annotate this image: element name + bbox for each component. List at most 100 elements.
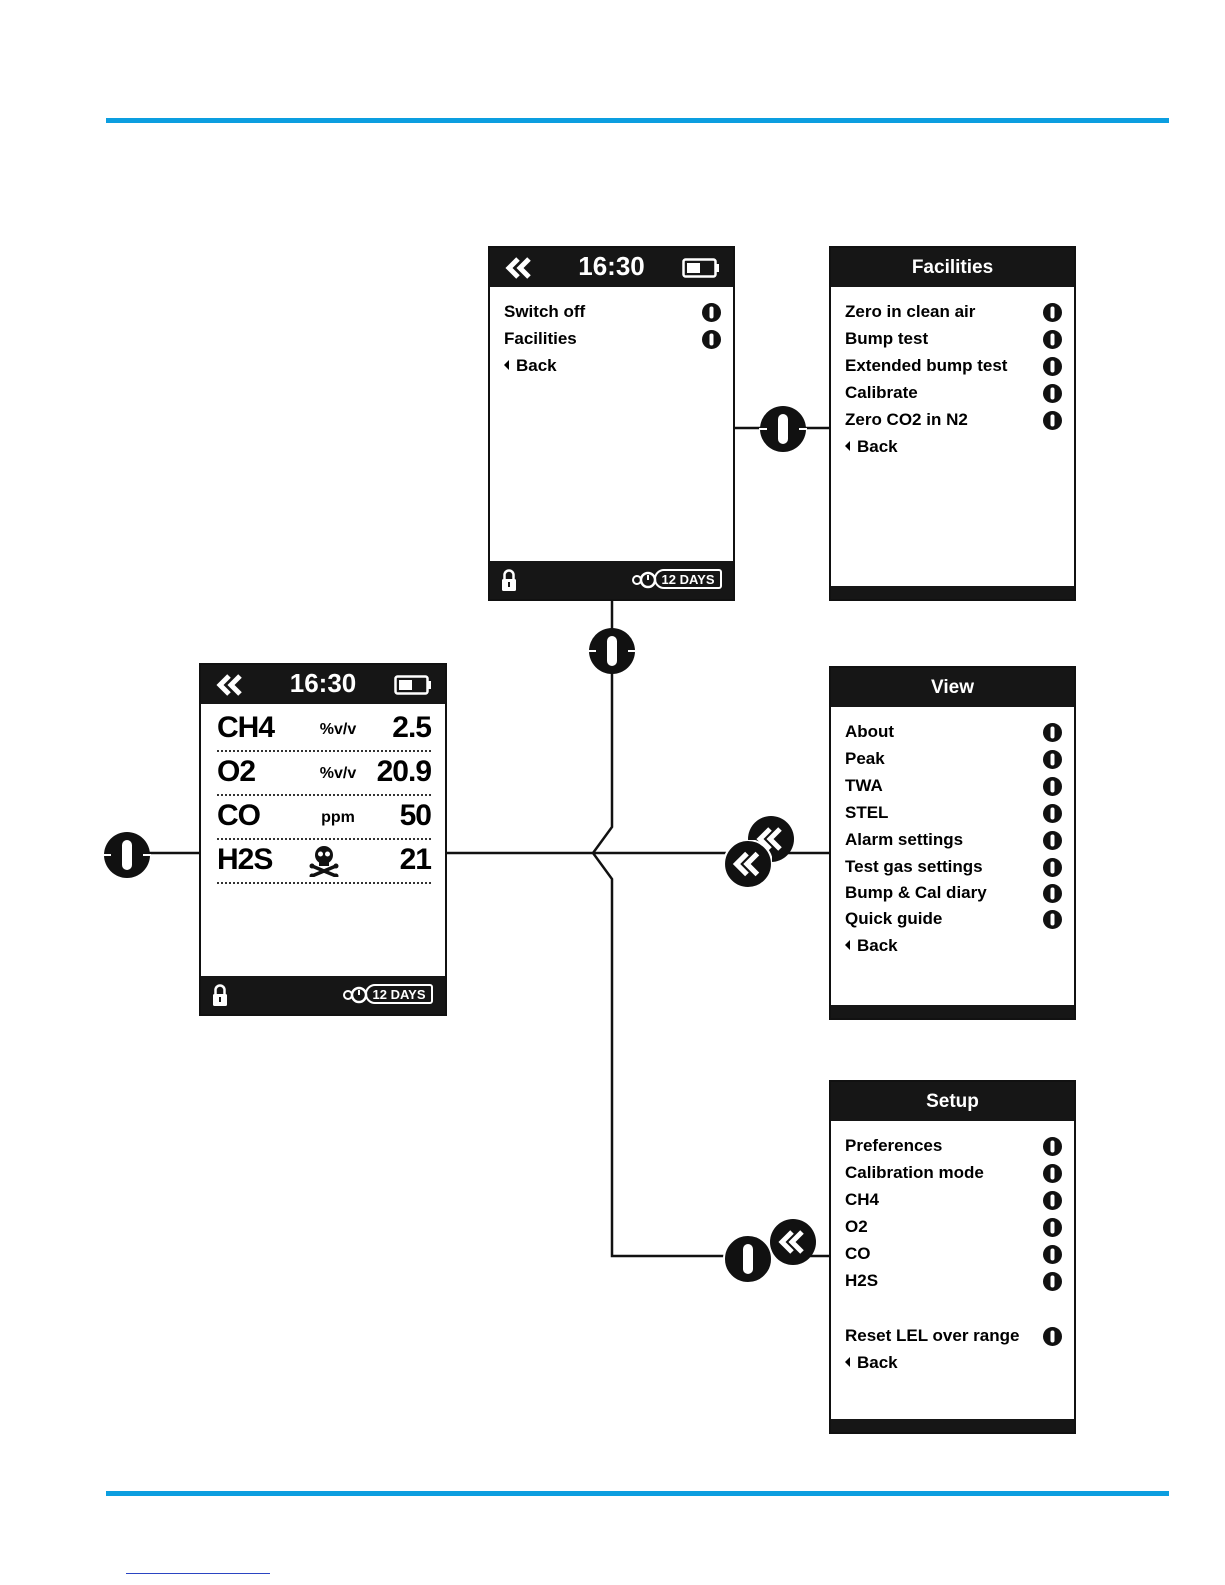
menu-item-label: Zero CO2 in N2	[845, 410, 968, 429]
ok-button-icon	[1043, 1164, 1062, 1183]
status-footer: 12 DAYS	[490, 561, 733, 599]
facilities-header: Facilities	[831, 248, 1074, 287]
ok-button-icon	[1043, 411, 1062, 430]
menu-item-label: Extended bump test	[845, 356, 1008, 375]
menu-item-label: Test gas settings	[845, 857, 983, 876]
ok-button-icon	[1043, 777, 1062, 796]
main-header: 16:30	[201, 665, 445, 704]
gas-value: 21	[399, 843, 432, 876]
facilities-menu-screen: Facilities Zero in clean air Bump test E…	[829, 246, 1076, 601]
ok-button-icon	[1043, 804, 1062, 823]
menu-item-label: Facilities	[504, 329, 577, 348]
menu-item-label: CO	[845, 1244, 871, 1263]
ok-menu-screen: 16:30 Switch off Facilities Back 12 DAYS	[488, 246, 735, 601]
skull-crossbones-icon	[309, 846, 339, 877]
back-arrow-icon	[845, 441, 850, 451]
menu-item-label: Alarm settings	[845, 830, 964, 849]
menu-title: Setup	[926, 1091, 979, 1112]
menu-item-label: Peak	[845, 749, 885, 768]
ok-button-icon	[1043, 357, 1062, 376]
menu-item-label: Preferences	[845, 1136, 943, 1155]
gas-value: 20.9	[376, 755, 432, 788]
main-gas-screen: 16:30 CH4 %v/v 2.5 O2 %v/v 20.9 CO ppm 5…	[199, 663, 447, 1016]
gas-unit: %v/v	[319, 721, 357, 738]
gas-value: 50	[399, 799, 432, 832]
ok-button-icon	[759, 406, 807, 452]
view-header: View	[831, 668, 1074, 707]
double-chevron-icon	[770, 1219, 816, 1265]
ok-button-icon	[1043, 1218, 1062, 1237]
ok-button-icon	[1043, 723, 1062, 742]
ok-button-icon	[1043, 884, 1062, 903]
gas-reading-row: H2S 21	[217, 839, 432, 884]
bottom-rule	[106, 1491, 1169, 1496]
menu-item-label: Switch off	[504, 302, 586, 321]
menu-item-label: Zero in clean air	[845, 302, 976, 321]
gas-reading-row: CO ppm 50	[217, 795, 432, 840]
padlock-icon	[502, 569, 516, 591]
back-arrow-icon	[845, 940, 850, 950]
ok-button-icon	[1043, 384, 1062, 403]
menu-item-label: STEL	[845, 803, 889, 822]
back-label: Back	[857, 1353, 898, 1372]
back-label: Back	[857, 936, 898, 955]
menu-item-label: CH4	[845, 1190, 880, 1209]
gas-value: 2.5	[392, 711, 432, 744]
menu-title: View	[931, 677, 974, 698]
double-chevron-icon	[724, 840, 772, 888]
battery-icon	[394, 675, 431, 695]
menu-item-label: Bump & Cal diary	[845, 883, 987, 902]
gas-name: CH4	[217, 711, 275, 744]
ok-button-icon	[1043, 303, 1062, 322]
screen-footer-bar	[831, 586, 1074, 599]
ok-button-icon	[1043, 1272, 1062, 1291]
ok-button-icon	[1043, 1191, 1062, 1210]
ok-button-icon	[1043, 858, 1062, 877]
ok-button-icon	[1043, 750, 1062, 769]
menu-item-label: Reset LEL over range	[845, 1326, 1020, 1345]
ok-menu-header: 16:30	[490, 248, 733, 287]
menu-title: Facilities	[911, 257, 994, 278]
ok-button-icon	[1043, 1327, 1062, 1346]
clock-time: 16:30	[578, 251, 645, 281]
back-arrow-icon	[504, 360, 509, 370]
gas-name: CO	[217, 799, 261, 832]
setup-header: Setup	[831, 1082, 1074, 1121]
ok-button-icon	[723, 1234, 773, 1284]
screen-footer-bar	[831, 1005, 1074, 1018]
gas-reading-row: CH4 %v/v 2.5	[217, 707, 432, 752]
double-chevron-icon	[505, 257, 531, 279]
menu-item-label: Bump test	[845, 329, 929, 348]
gas-unit: %v/v	[319, 765, 357, 782]
ok-button-icon	[103, 832, 151, 878]
ok-button-icon	[702, 330, 721, 349]
ok-button-icon	[1043, 330, 1062, 349]
battery-icon	[682, 258, 719, 278]
wire-trunk	[591, 600, 740, 1258]
menu-item-label: TWA	[845, 776, 883, 795]
menu-item-label: About	[845, 722, 895, 741]
menu-item-label: Quick guide	[845, 909, 943, 928]
menu-item-label: Calibrate	[845, 383, 918, 402]
back-label: Back	[857, 437, 898, 456]
setup-menu-screen: Setup Preferences Calibration mode CH4 O…	[829, 1080, 1076, 1434]
days-remaining-badge: 12 DAYS	[365, 984, 433, 1004]
double-chevron-icon	[216, 674, 242, 696]
ok-button-icon	[1043, 910, 1062, 929]
ok-button-icon	[702, 303, 721, 322]
back-label: Back	[516, 356, 557, 375]
footer-link-underline	[126, 1573, 270, 1574]
gas-reading-row: O2 %v/v 20.9	[217, 751, 432, 796]
gas-name: H2S	[217, 843, 273, 876]
ok-button-icon	[1043, 1245, 1062, 1264]
menu-item-label: O2	[845, 1217, 868, 1236]
gas-unit: ppm	[321, 809, 355, 826]
gas-name: O2	[217, 755, 256, 788]
top-rule	[106, 118, 1169, 123]
ok-button-icon	[1043, 831, 1062, 850]
view-menu-screen: View About Peak TWA STEL Alarm settings …	[829, 666, 1076, 1020]
padlock-icon	[213, 984, 227, 1006]
ok-button-icon	[1043, 1137, 1062, 1156]
back-arrow-icon	[845, 1357, 850, 1367]
menu-item-label: Calibration mode	[845, 1163, 984, 1182]
